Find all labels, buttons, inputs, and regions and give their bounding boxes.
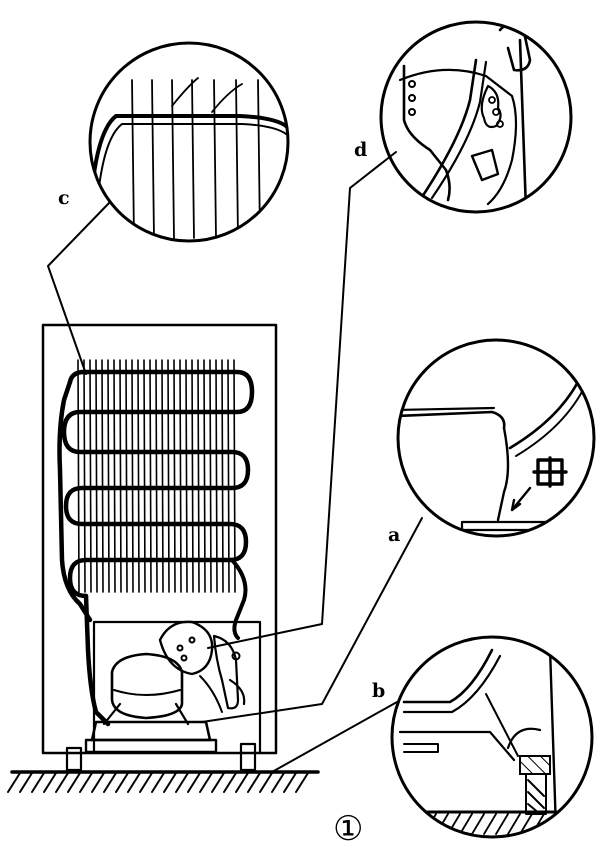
detail-circle-c xyxy=(88,41,290,243)
condenser-fin xyxy=(107,359,110,593)
floor-hatch-line xyxy=(247,772,261,793)
leader-b xyxy=(271,701,398,773)
condenser-fin xyxy=(233,359,236,593)
condenser-fin xyxy=(173,359,176,593)
floor xyxy=(7,770,320,793)
detail-b-hatch-line xyxy=(567,813,581,835)
label-c: c xyxy=(58,187,70,209)
detail-b-hatch-line xyxy=(392,813,401,835)
condenser-tube xyxy=(61,369,255,599)
condenser-fin xyxy=(161,359,164,593)
detail-b-hatch-line xyxy=(411,813,425,835)
floor-hatch-line xyxy=(235,772,249,793)
floor-hatch-line xyxy=(67,772,81,793)
condenser-fin xyxy=(95,359,98,593)
label-d: d xyxy=(354,139,367,161)
leader-d xyxy=(207,151,397,649)
condenser-fin xyxy=(143,359,146,593)
detail-c-fin xyxy=(213,79,217,239)
detail-b-hatch-line xyxy=(519,813,533,835)
detail-c-fin xyxy=(235,79,239,239)
condenser-fin xyxy=(179,359,182,593)
condenser-fin xyxy=(83,359,86,593)
condenser-fin xyxy=(119,359,122,593)
floor-hatch-line xyxy=(211,772,225,793)
detail-circle-b xyxy=(390,635,594,839)
floor-hatch-line xyxy=(175,772,189,793)
condenser-fin xyxy=(221,359,224,593)
floor-hatch-line xyxy=(55,772,69,793)
condenser-fin xyxy=(191,359,194,593)
detail-b-hatch-line xyxy=(459,813,473,835)
detail-c-fin xyxy=(191,79,195,239)
floor-hatch-line xyxy=(151,772,165,793)
detail-b-hatch-line xyxy=(483,813,497,835)
leader-c xyxy=(47,201,111,375)
detail-b-hatch-line xyxy=(579,813,592,835)
detail-b-hatch-line xyxy=(471,813,485,835)
condenser-fin xyxy=(89,359,92,593)
detail-b-hatch-line xyxy=(399,813,413,835)
leader-a xyxy=(201,517,423,723)
condenser-fin xyxy=(131,359,134,593)
floor-hatch-line xyxy=(295,772,309,793)
condenser-fin xyxy=(77,359,80,593)
detail-c-fin xyxy=(151,79,155,239)
floor-hatch-line xyxy=(199,772,213,793)
floor-hatch-line xyxy=(115,772,129,793)
condenser-fin xyxy=(209,359,212,593)
floor-hatch-line xyxy=(19,772,33,793)
floor-hatch-line xyxy=(163,772,177,793)
condenser-fin xyxy=(113,359,116,593)
floor-hatch-line xyxy=(7,772,21,793)
condenser-fin xyxy=(197,359,200,593)
figure-number: ① xyxy=(333,809,363,849)
relay-box xyxy=(158,620,246,713)
floor-hatch-line xyxy=(283,772,297,793)
foot-left xyxy=(65,746,83,772)
label-a: a xyxy=(388,524,400,546)
floor-hatch-line xyxy=(31,772,45,793)
floor-hatch-line xyxy=(91,772,105,793)
compressor xyxy=(84,652,218,754)
condenser-fin xyxy=(137,359,140,593)
foot-right xyxy=(239,742,257,772)
condenser-fin xyxy=(125,359,128,593)
condenser-fin xyxy=(149,359,152,593)
condenser-fin xyxy=(101,359,104,593)
condenser-fin xyxy=(167,359,170,593)
detail-b-hatch-line xyxy=(507,813,521,835)
floor-hatch-line xyxy=(139,772,153,793)
detail-b-hatch-line xyxy=(495,813,509,835)
floor-hatch-line xyxy=(271,772,285,793)
floor-hatch-line xyxy=(103,772,117,793)
condenser-fin xyxy=(185,359,188,593)
floor-hatch-line xyxy=(127,772,141,793)
condenser-fin xyxy=(203,359,206,593)
condenser xyxy=(57,359,255,727)
condenser-fin xyxy=(215,359,218,593)
floor-hatch-line xyxy=(187,772,201,793)
detail-circle-a xyxy=(396,338,596,538)
detail-b-hatch-line xyxy=(555,813,569,835)
floor-hatch-line xyxy=(43,772,57,793)
floor-hatch-line xyxy=(259,772,273,793)
floor-hatch-line xyxy=(223,772,237,793)
leader-lines xyxy=(47,151,423,773)
detail-c-fin xyxy=(131,79,135,239)
label-b: b xyxy=(372,680,385,702)
floor-hatch-line xyxy=(79,772,93,793)
condenser-fin xyxy=(155,359,158,593)
condenser-fin xyxy=(227,359,230,593)
detail-circle-d xyxy=(379,20,573,214)
